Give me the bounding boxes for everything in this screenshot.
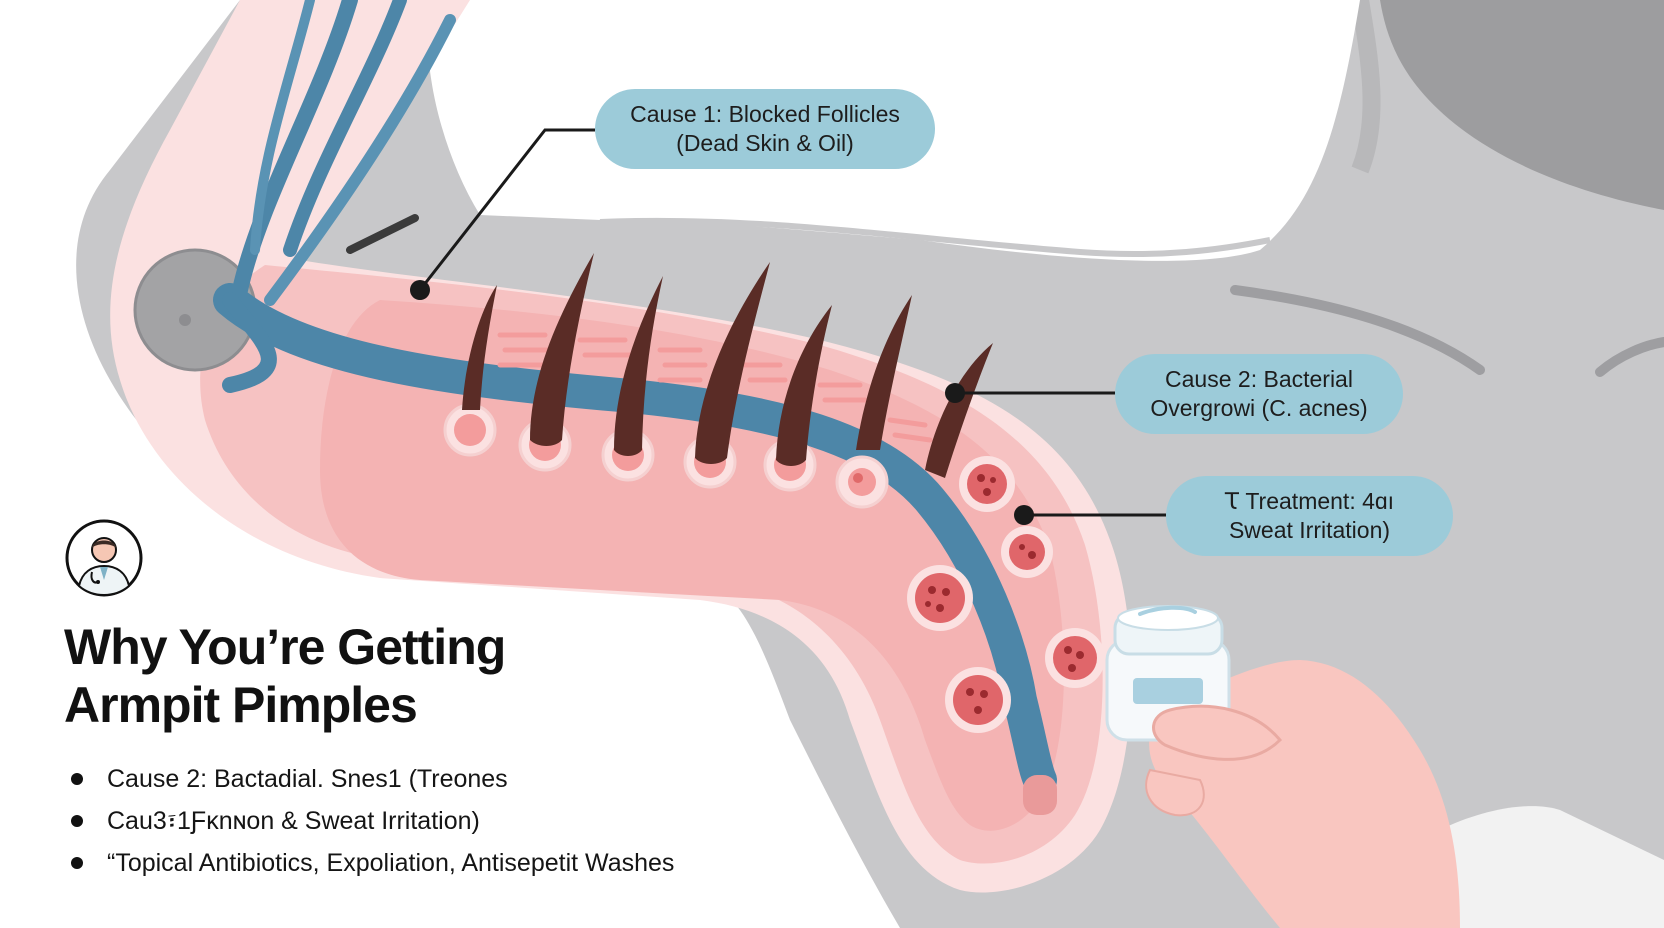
title-line-2: Armpit Pimples — [64, 677, 418, 733]
bullet-dot — [71, 857, 83, 869]
vessel-branch — [222, 292, 277, 393]
pimple-4 — [1045, 628, 1105, 688]
page-title: Why You’re Getting Armpit Pimples — [64, 618, 684, 734]
callout-treatment: Ꚍ Treatment: 4ɑı Sweat Irritation) — [1166, 476, 1453, 556]
vein-4 — [250, 0, 315, 255]
sleeve — [1400, 806, 1664, 928]
bullet-text: Cau3፣1Ƒᴋnɴon & Sweat Irritation) — [107, 807, 480, 835]
list-item: Cau3፣1Ƒᴋnɴon & Sweat Irritation) — [70, 800, 674, 842]
callout-3-line1: Ꚍ Treatment: 4ɑı — [1224, 488, 1395, 514]
shoulder-edge — [1351, 0, 1381, 174]
chest-contour-line-2 — [1595, 337, 1664, 377]
chest-contour-line — [1230, 285, 1485, 375]
pimple-5 — [945, 667, 1011, 733]
underarm-fold — [599, 217, 1271, 258]
skin-texture — [497, 332, 933, 443]
leader-dot-3 — [1014, 505, 1034, 525]
shoulder-shape — [1380, 0, 1664, 210]
bullet-dot — [71, 815, 83, 827]
vein-3 — [264, 14, 456, 306]
follicle-3 — [601, 276, 663, 482]
vein-2 — [283, 0, 407, 257]
pimple-2 — [1001, 526, 1053, 578]
vessel-end — [1023, 775, 1057, 815]
callout-cause-2: Cause 2: Bacterial Overgrowi (C. acnes) — [1115, 354, 1403, 434]
pimple-1 — [959, 456, 1015, 512]
follicle-4 — [683, 262, 770, 489]
follicle-1 — [443, 285, 497, 457]
doctor-icon — [65, 519, 143, 597]
vein-1 — [232, 0, 358, 298]
callout-cause-1: Cause 1: Blocked Follicles (Dead Skin & … — [595, 89, 935, 169]
callout-leader-lines — [418, 128, 1166, 517]
follicle-6 — [835, 295, 912, 509]
pimple-3 — [907, 565, 973, 631]
bullet-dot — [71, 773, 83, 785]
callout-2-line2: Overgrowi (C. acnes) — [1150, 395, 1368, 421]
hand-fingers — [1145, 768, 1205, 817]
hand-thumb — [1152, 704, 1283, 761]
leader-line-1 — [418, 128, 595, 291]
inflamed-pimples — [907, 456, 1105, 733]
follicle-5 — [763, 305, 832, 492]
leader-dot-2 — [945, 383, 965, 403]
title-line-1: Why You’re Getting — [64, 619, 506, 675]
callout-2-line1: Cause 2: Bacterial — [1165, 366, 1353, 392]
scalpel — [346, 214, 419, 254]
bullet-text: “Topical Antibiotics, Expoliation, Antis… — [107, 849, 675, 877]
follicle-2 — [518, 253, 594, 472]
callout-1-line2: (Dead Skin & Oil) — [676, 130, 854, 156]
hair-follicles — [443, 253, 993, 509]
list-item: “Topical Antibiotics, Expoliation, Antis… — [70, 842, 674, 884]
elbow-dot — [179, 314, 191, 326]
leader-dot-1 — [410, 280, 430, 300]
callout-3-line2: Sweat Irritation) — [1228, 517, 1391, 543]
callout-1-line1: Cause 1: Blocked Follicles — [630, 101, 900, 127]
list-item: Cause 2: Bactadial. Snes1 (Treones — [70, 758, 674, 800]
bullet-list: Cause 2: Bactadial. Snes1 (Treones Cau3፣… — [70, 758, 674, 884]
bullet-text: Cause 2: Bactadial. Snes1 (Treones — [107, 765, 508, 793]
follicle-7 — [925, 343, 993, 478]
